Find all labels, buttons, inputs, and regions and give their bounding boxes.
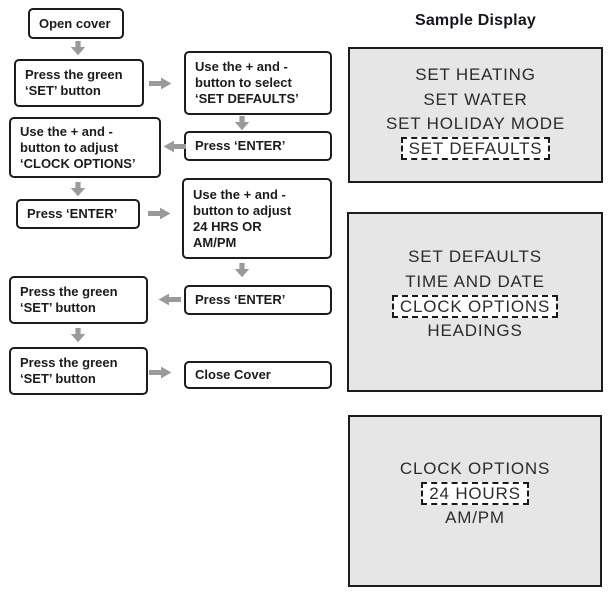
flow-step-adjust-clock-options: Use the + and - button to adjust ‘CLOCK … <box>9 117 161 178</box>
arrow-right-icon <box>149 77 172 90</box>
display-line: CLOCK OPTIONS <box>349 294 601 319</box>
sample-display-title: Sample Display <box>414 12 537 29</box>
arrow-down-icon <box>70 328 86 343</box>
display-panel-clock-options: CLOCK OPTIONS 24 HOURS AM/PM <box>348 415 602 587</box>
flow-step-select-set-defaults: Use the + and - button to select ‘SET DE… <box>184 51 332 115</box>
flow-step-adjust-24hrs: Use the + and - button to adjust 24 HRS … <box>182 178 332 259</box>
arrow-right-icon <box>149 366 172 379</box>
arrow-left-icon <box>158 293 181 306</box>
display-line: SET DEFAULTS <box>350 137 601 162</box>
arrow-down-icon <box>234 263 250 278</box>
display-line: HEADINGS <box>427 320 523 340</box>
display-panel-set-menu: SET HEATING SET WATER SET HOLIDAY MODE S… <box>348 47 603 183</box>
flow-step-press-enter-3: Press ‘ENTER’ <box>184 285 332 315</box>
display-line: AM/PM <box>445 508 505 528</box>
arrow-right-icon <box>148 207 171 220</box>
display-line: SET HOLIDAY MODE <box>385 114 566 134</box>
display-panel-defaults-menu: SET DEFAULTS TIME AND DATE CLOCK OPTIONS… <box>347 212 603 392</box>
arrow-down-icon <box>70 41 86 56</box>
display-line: SET WATER <box>423 89 528 109</box>
flow-step-press-enter-1: Press ‘ENTER’ <box>184 131 332 161</box>
display-line: SET HEATING <box>415 65 536 85</box>
display-line: SET DEFAULTS <box>408 247 542 267</box>
highlighted-option: CLOCK OPTIONS <box>391 294 559 318</box>
arrow-down-icon <box>234 116 250 131</box>
flow-step-close-cover: Close Cover <box>184 361 332 389</box>
flow-step-open-cover: Open cover <box>28 8 124 39</box>
flow-step-press-enter-2: Press ‘ENTER’ <box>16 199 140 229</box>
flow-step-press-set-1: Press the green ‘SET’ button <box>14 59 144 107</box>
highlighted-option: SET DEFAULTS <box>400 137 551 161</box>
arrow-down-icon <box>70 182 86 197</box>
display-line: 24 HOURS <box>350 482 600 507</box>
flow-step-press-set-3: Press the green ‘SET’ button <box>9 347 148 395</box>
display-line: TIME AND DATE <box>405 271 545 291</box>
flow-step-press-set-2: Press the green ‘SET’ button <box>9 276 148 324</box>
arrow-left-icon <box>163 140 186 153</box>
highlighted-option: 24 HOURS <box>421 482 529 506</box>
display-line: CLOCK OPTIONS <box>399 459 551 479</box>
